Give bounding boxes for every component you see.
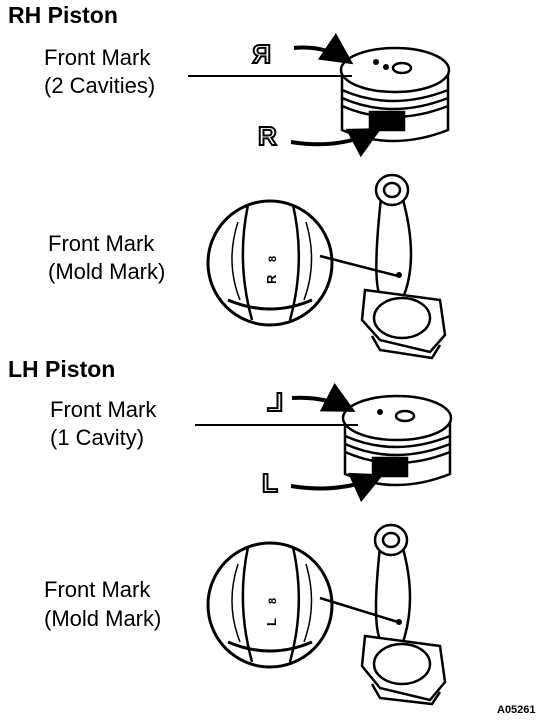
lh-piston-heading: LH Piston: [8, 356, 116, 382]
figure-code: A05261: [497, 704, 536, 716]
rh-rod-drawing: [360, 173, 447, 360]
lh-top-arrow: [291, 382, 356, 412]
rh-mold-mark-text: R: [264, 274, 279, 284]
lh-piston-drawing: [341, 394, 453, 487]
lh-mold-mark-callout: [206, 541, 399, 669]
lh-piston-front-mark-label: Front Mark: [50, 397, 157, 422]
rh-mold-mark-glyph: 8: [267, 256, 279, 262]
lh-piston-cavity-label: (1 Cavity): [50, 425, 145, 450]
lh-rod-mold-mark-label: (Mold Mark): [44, 606, 162, 631]
lh-mold-mark-text: L: [264, 618, 279, 626]
lh-rod-front-mark-label: Front Mark: [44, 577, 151, 602]
lh-bottom-arrow: [290, 472, 384, 503]
rh-bottom-letter: R: [258, 121, 277, 151]
rh-piston-front-mark-label: Front Mark: [44, 45, 151, 70]
lh-top-letter: L: [267, 387, 283, 417]
rh-piston-heading: RH Piston: [8, 2, 118, 28]
lh-rod-drawing: [360, 523, 447, 706]
rh-rod-front-mark-label: Front Mark: [48, 231, 155, 256]
rh-piston-cavities-label: (2 Cavities): [44, 73, 156, 98]
rh-piston-drawing: [339, 46, 451, 143]
rh-bottom-arrow: [290, 128, 382, 158]
rh-top-letter: R: [252, 39, 271, 69]
rh-top-arrow: [293, 33, 354, 65]
lh-bottom-letter: L: [262, 468, 278, 498]
lh-mold-mark-glyph: 8: [267, 598, 279, 604]
rh-rod-mold-mark-label: (Mold Mark): [48, 259, 166, 284]
rh-mold-mark-callout: [206, 199, 399, 327]
